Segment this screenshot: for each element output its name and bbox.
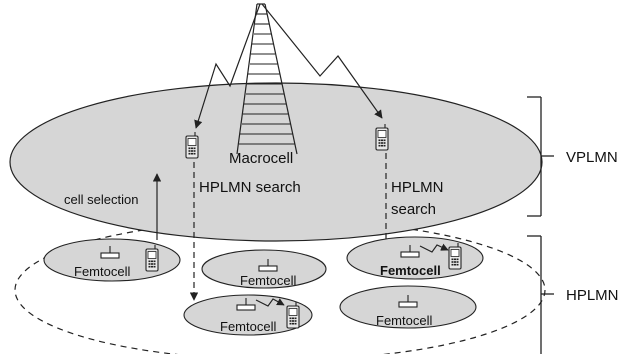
- femtocell-3: Femtocell: [346, 236, 484, 280]
- radio-link-left: [194, 3, 261, 129]
- mobile-phone-icon: [448, 242, 462, 270]
- femtocell-label: Femtocell: [240, 273, 296, 288]
- macrocell-label: Macrocell: [229, 150, 293, 167]
- macrocell-tower: [236, 3, 298, 155]
- vplmn-bracket: [527, 96, 554, 217]
- hplmn-search-label-left: HPLMN search: [199, 179, 301, 196]
- mobile-phone-icon: [286, 301, 300, 329]
- femto-link: [419, 243, 449, 253]
- mobile-phone-icon: [145, 244, 159, 272]
- femtocell-5: Femtocell: [339, 285, 477, 329]
- femto-link: [255, 298, 285, 307]
- femtocell-4: Femtocell: [183, 294, 313, 336]
- femtocell-1: Femtocell: [43, 238, 181, 282]
- hplmn-bracket: [527, 235, 554, 354]
- radio-link-right: [261, 3, 383, 119]
- femtocell-label: Femtocell: [74, 264, 130, 279]
- femtocell-label: Femtocell: [380, 263, 441, 278]
- mobile-phone-icon: [375, 123, 389, 151]
- vplmn-label: VPLMN: [566, 149, 618, 166]
- hplmn-label: HPLMN: [566, 287, 619, 304]
- macrocell-area: [9, 82, 543, 242]
- cell-selection-label: cell selection: [64, 192, 138, 207]
- hplmn-region: [14, 219, 546, 354]
- hplmn-search-label-right-line1: HPLMN: [391, 179, 444, 196]
- femtocell-label: Femtocell: [376, 313, 432, 328]
- mobile-phone-icon: [185, 131, 199, 159]
- femtocell-2: Femtocell: [201, 249, 327, 289]
- femtocell-label: Femtocell: [220, 319, 276, 334]
- hplmn-search-label-right-line2: search: [391, 201, 436, 218]
